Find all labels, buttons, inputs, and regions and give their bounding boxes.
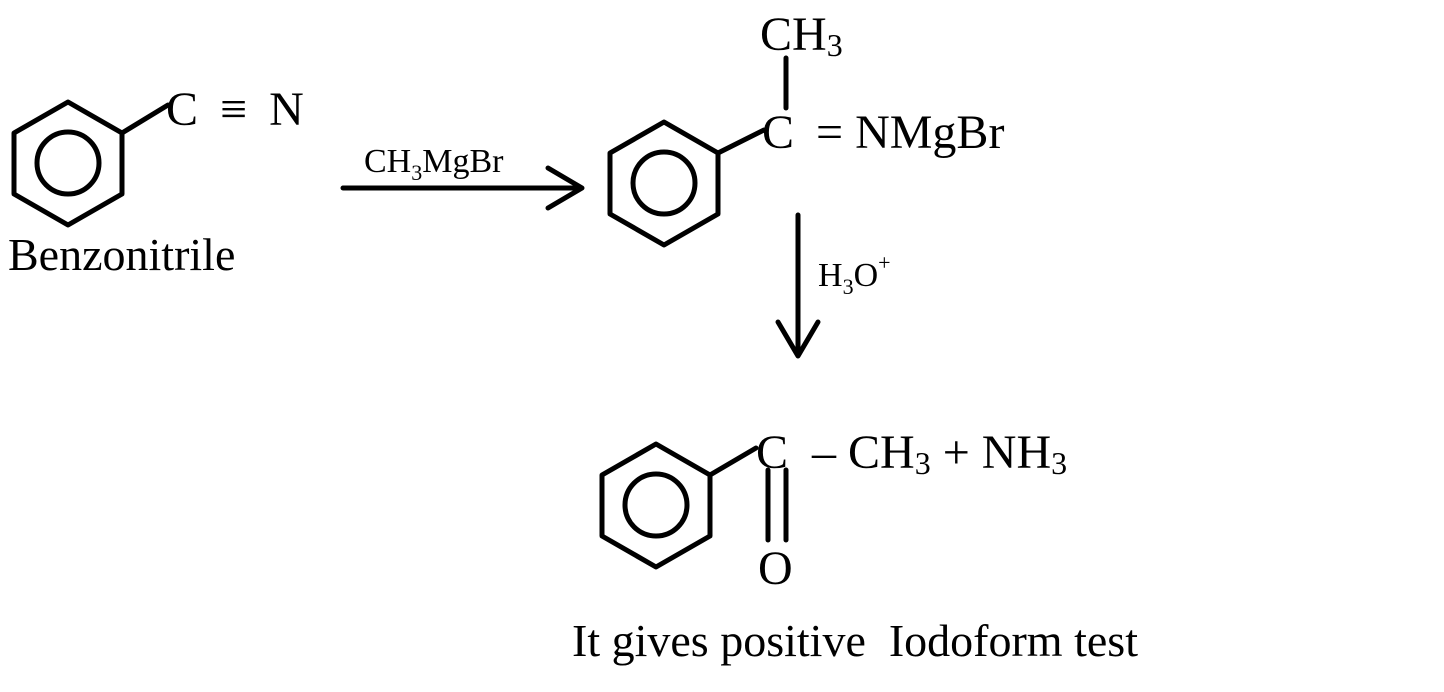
- step1-reagent: CH3MgBr: [364, 143, 504, 185]
- step2-arrow-head: [775, 319, 821, 359]
- methyl-label-intermediate: CH3: [760, 8, 843, 63]
- ring-to-carbon-bond: [119, 102, 171, 136]
- ammonia-label: + NH: [931, 426, 1051, 479]
- benzene-ring-reactant: [11, 99, 125, 228]
- aromatic-circle-product: [622, 471, 690, 539]
- benzene-ring-intermediate: [607, 119, 721, 248]
- step1-arrow: CH3MgBr: [340, 143, 585, 211]
- imine-carbon-label: C: [762, 106, 794, 159]
- svg-text:C ≡ N: C ≡ N: [166, 83, 304, 136]
- benzene-ring-product: [599, 441, 713, 570]
- methyl-subscript-product: 3: [915, 445, 931, 481]
- imine-nmgbr-label: = NMgBr: [816, 106, 1004, 159]
- step1-arrow-head: [545, 165, 585, 211]
- ring-to-imine-carbon-bond: [715, 127, 767, 156]
- aromatic-circle-reactant: [34, 129, 102, 197]
- benzonitrile-structure: C ≡ N Benzonitrile: [8, 83, 304, 280]
- methyl-label-product: – CH: [811, 426, 915, 479]
- ring-to-carbonyl-carbon-bond: [707, 445, 759, 478]
- intermediate-structure: CH3 C = NMgBr: [607, 8, 1004, 248]
- step2-reagent: H3O+: [818, 250, 891, 299]
- iodoform-test-note: It gives positive Iodoform test: [572, 615, 1138, 666]
- carbonyl-carbon-label: C: [756, 426, 788, 479]
- reactant-name: Benzonitrile: [8, 229, 235, 280]
- aromatic-circle-intermediate: [630, 149, 698, 217]
- nitrile-nitrogen-label: N: [269, 83, 304, 136]
- step2-arrow: H3O+: [775, 212, 891, 359]
- product-structure: C – CH3 + NH3 O: [599, 426, 1067, 595]
- triple-bond-symbol: ≡: [220, 83, 247, 136]
- svg-text:C = NMgBr: C = NMgBr: [762, 106, 1004, 159]
- ammonia-subscript: 3: [1051, 445, 1067, 481]
- svg-text:C – CH3 + NH3: C – CH3 + NH3: [756, 426, 1067, 481]
- carbonyl-oxygen-label: O: [758, 542, 793, 595]
- nitrile-carbon-label: C: [166, 83, 198, 136]
